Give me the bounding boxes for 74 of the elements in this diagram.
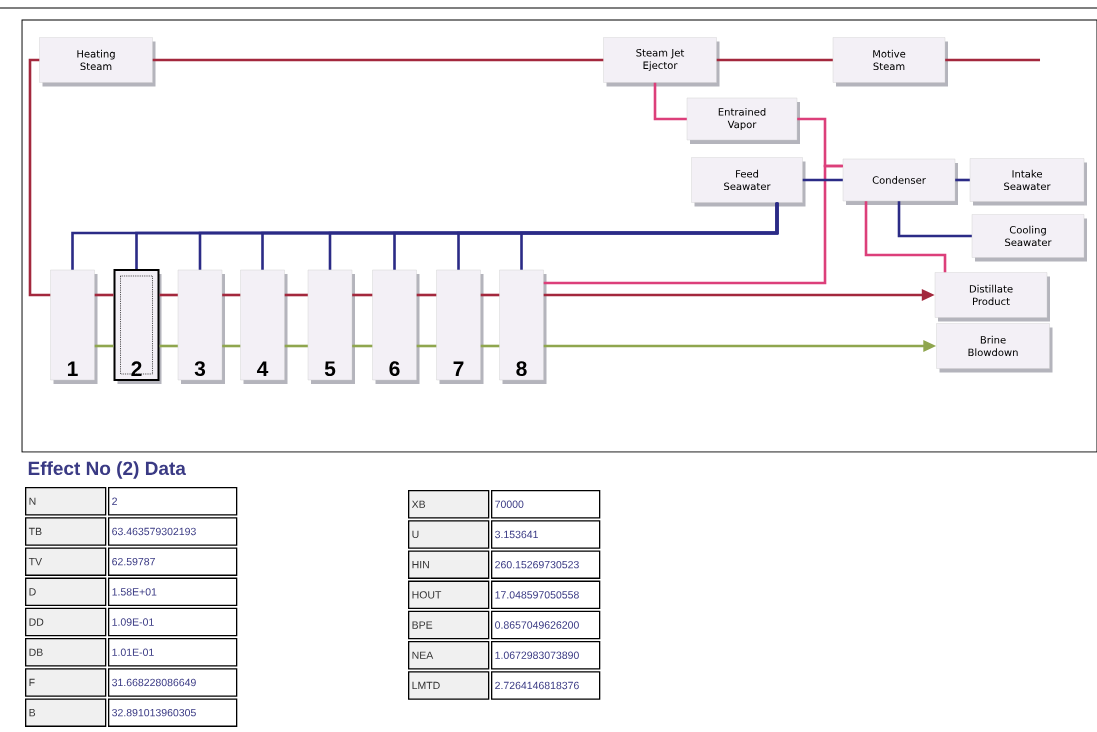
pipe-line (945, 58, 1040, 62)
effect-box: 3 (177, 269, 225, 384)
pipe-line (955, 178, 970, 182)
pipe-line (352, 344, 373, 348)
table-cell: 1.58E+01 (108, 577, 238, 607)
table-cell: D (25, 577, 107, 607)
process-box: Condenser (842, 158, 958, 205)
process-box: Intake Seawater (969, 158, 1087, 206)
effect-box: 2 (113, 269, 162, 384)
pipe-line (222, 344, 241, 348)
table-cell: TB (25, 517, 107, 546)
pipe-line (897, 201, 972, 238)
process-box: Steam Jet Ejector (603, 37, 720, 87)
table-cell: 70000 (491, 490, 601, 519)
effect-box: 4 (240, 269, 288, 384)
process-box: Cooling Seawater (971, 214, 1087, 262)
table-cell: 63.463579302193 (108, 517, 238, 546)
table-cell: NEA (408, 641, 490, 670)
process-box: Brine Blowdown (936, 323, 1053, 373)
effect-box: 6 (372, 269, 420, 384)
table-cell: TV (25, 547, 107, 576)
table-cell: 31.668228086649 (108, 668, 238, 697)
table-cell: 1.01E-01 (108, 638, 238, 667)
pipe-line (416, 344, 437, 348)
table-cell: 2 (108, 487, 238, 516)
table-cell: F (25, 668, 107, 697)
pipe-line (159, 293, 178, 297)
process-box: Entrained Vapor (686, 97, 800, 144)
table-cell: 260.15269730523 (491, 550, 601, 579)
table-cell: 0.8657049626200 (491, 610, 601, 640)
pipe-line (159, 344, 178, 348)
pipe-line (284, 344, 308, 348)
pipe-line (284, 293, 308, 297)
pipe-line (222, 293, 241, 297)
table-cell: DB (25, 638, 107, 667)
pipe-line (653, 82, 687, 121)
pipe-line (864, 201, 947, 273)
table-cell: N (25, 487, 107, 516)
pipe-line (352, 293, 373, 297)
table-cell: XB (408, 490, 490, 519)
pipe-line (802, 178, 843, 182)
table-cell: 3.153641 (491, 520, 601, 549)
process-box: Feed Seawater (691, 157, 806, 207)
table-cell: U (408, 520, 490, 549)
pipe-line (480, 344, 500, 348)
pipe-line (94, 293, 114, 297)
effect-box: 7 (436, 269, 484, 384)
effect-box: 5 (307, 269, 355, 384)
table-title: Effect No (2) Data (28, 461, 186, 479)
table-cell: 32.891013960305 (108, 698, 238, 727)
process-box: Motive Steam (832, 37, 948, 87)
table-cell: HOUT (408, 580, 490, 610)
table-cell: BPE (408, 610, 490, 640)
table-cell: LMTD (408, 671, 490, 700)
table-cell: DD (25, 607, 107, 637)
pipe-line (543, 164, 843, 285)
pipe-line (416, 293, 437, 297)
effect-box: 8 (499, 269, 547, 384)
pipe-line (716, 58, 833, 62)
table-cell: HIN (408, 550, 490, 579)
table-cell: B (25, 698, 107, 727)
pipe-line (28, 58, 51, 297)
table-cell: 1.0672983073890 (491, 641, 601, 670)
pipe-line (480, 293, 500, 297)
process-box: Distillate Product (934, 272, 1050, 322)
table-cell: 62.59787 (108, 547, 238, 576)
pipe-line (520, 202, 779, 270)
pipe-line (94, 344, 114, 348)
table-cell: 2.7264146818376 (491, 671, 601, 700)
table-cell: 17.048597050558 (491, 580, 601, 610)
table-cell: 1.09E-01 (108, 607, 238, 637)
effect-box: 1 (50, 269, 98, 384)
process-box: Heating Steam (39, 37, 156, 87)
pipe-line (152, 58, 604, 62)
